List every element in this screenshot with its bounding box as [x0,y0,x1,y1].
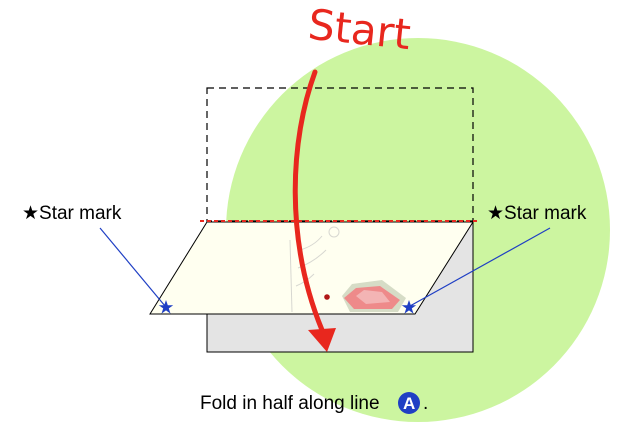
start-title: Start [306,0,413,59]
left-star-pointer [99,227,166,307]
star-icon [401,300,417,314]
star-icon [158,300,174,314]
circle-letter-a-icon: A [398,392,420,414]
instruction-text: Fold in half along line [200,393,380,414]
instruction-suffix: . [423,393,428,414]
fold-arrow [292,69,325,333]
left-star-label: ★Star mark [22,203,122,224]
fold-arrow-head [308,328,336,352]
right-star-label: ★Star mark [487,203,587,224]
right-star-pointer [409,227,551,307]
instruction-marker: A [403,394,415,413]
pink-pattern [324,280,406,312]
